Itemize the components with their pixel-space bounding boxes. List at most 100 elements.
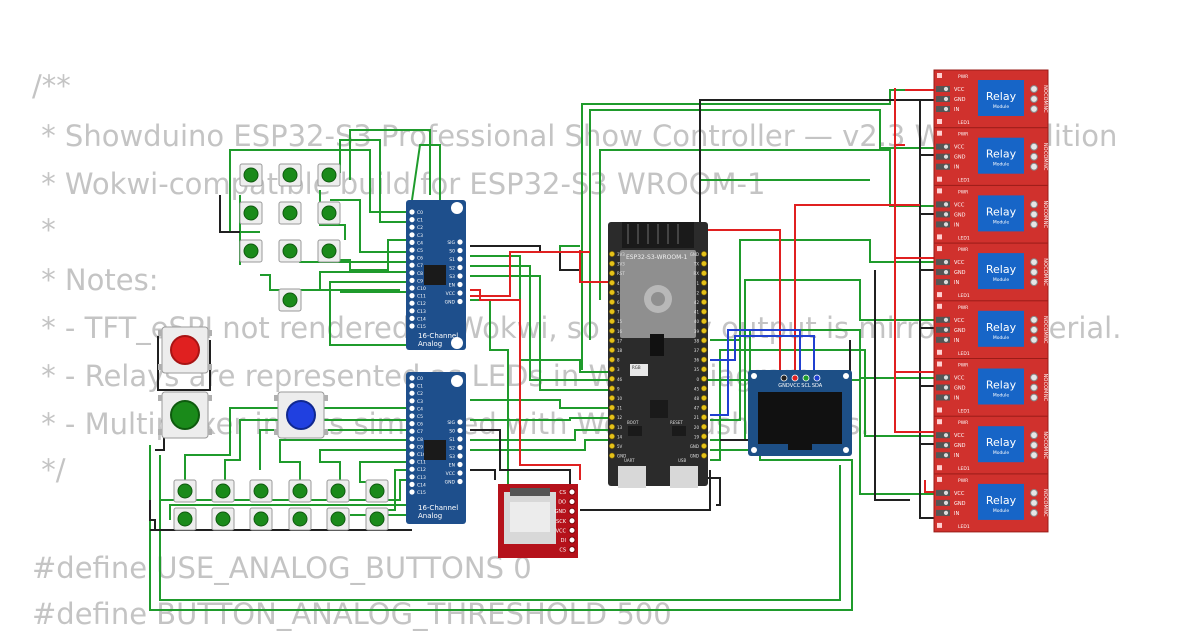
pin[interactable] [701,260,707,267]
terminal[interactable] [1030,152,1038,161]
pin[interactable] [409,293,415,299]
pin[interactable] [409,224,415,230]
pin[interactable] [609,375,615,382]
pin[interactable] [457,419,463,425]
pin[interactable] [609,251,615,257]
pin[interactable] [701,347,707,353]
pushbutton-red[interactable] [158,326,212,374]
pin[interactable] [942,221,950,228]
pin[interactable] [942,442,950,449]
terminal[interactable] [1030,393,1038,402]
pin[interactable] [701,327,707,334]
terminal[interactable] [1030,258,1038,267]
terminal[interactable] [1030,373,1038,382]
pin[interactable] [942,326,950,333]
pushbutton-green[interactable] [158,391,212,439]
pin[interactable] [942,279,950,286]
pushbutton-small[interactable] [288,479,312,503]
pin[interactable] [701,452,707,459]
pin[interactable] [457,256,463,262]
pin[interactable] [942,269,950,276]
pin[interactable] [457,453,463,459]
pin[interactable] [457,470,463,476]
pin[interactable] [409,239,415,245]
terminal[interactable] [1030,210,1038,219]
pushbutton-small[interactable] [317,239,341,263]
pin[interactable] [609,327,615,334]
pushbutton-small[interactable] [239,201,263,225]
pin[interactable] [409,270,415,276]
pin[interactable] [701,433,707,440]
pin[interactable] [409,262,415,268]
pin[interactable] [802,374,810,382]
pushbutton-small[interactable] [288,507,312,531]
pin[interactable] [609,260,615,267]
pin[interactable] [609,414,615,421]
pin[interactable] [701,443,707,449]
pin[interactable] [609,337,615,344]
esp32-s3-board[interactable]: ESP32-S3-WROOM-1 RGB BOOT RESET UART USB… [608,222,708,488]
pin[interactable] [942,316,950,323]
pin[interactable] [609,395,615,401]
pin[interactable] [942,85,950,93]
terminal[interactable] [1030,105,1038,113]
pin[interactable] [701,395,707,401]
pin[interactable] [409,390,415,396]
pin[interactable] [409,308,415,314]
pushbutton-small[interactable] [326,479,350,503]
pin[interactable] [409,247,415,253]
terminal[interactable] [1030,268,1038,277]
pushbutton-small[interactable] [278,288,302,312]
pin[interactable] [409,300,415,306]
pushbutton-small[interactable] [278,239,302,263]
pin[interactable] [409,285,415,291]
pin[interactable] [609,347,615,353]
pin[interactable] [701,375,707,382]
terminal[interactable] [1030,383,1038,392]
terminal[interactable] [1030,200,1038,209]
terminal[interactable] [1030,431,1038,440]
pushbutton-blue[interactable] [274,391,328,439]
terminal[interactable] [1030,488,1038,497]
pushbutton-small[interactable] [211,479,235,503]
pin[interactable] [701,356,707,363]
pin[interactable] [942,163,950,170]
pin[interactable] [409,405,415,411]
terminal[interactable] [1030,315,1038,324]
pin[interactable] [609,366,615,373]
terminal[interactable] [1030,325,1038,334]
pin[interactable] [701,366,707,373]
pin[interactable] [409,375,415,381]
pin[interactable] [409,451,415,457]
terminal[interactable] [1030,335,1038,344]
pin[interactable] [813,374,821,382]
terminal[interactable] [1030,85,1038,93]
pin[interactable] [568,488,576,496]
pin[interactable] [701,337,707,344]
pin[interactable] [568,498,576,506]
terminal[interactable] [1030,142,1038,151]
boot-button[interactable] [628,426,642,436]
pin[interactable] [409,489,415,495]
pushbutton-small[interactable] [173,507,197,531]
pushbutton-small[interactable] [249,507,273,531]
pin[interactable] [409,459,415,465]
pin[interactable] [942,374,950,381]
pushbutton-small[interactable] [317,163,341,187]
pushbutton-small[interactable] [365,507,389,531]
pin[interactable] [568,536,576,544]
pin[interactable] [942,153,950,160]
pin[interactable] [701,270,707,277]
pushbutton-small[interactable] [326,507,350,531]
pin[interactable] [791,374,799,382]
pin[interactable] [409,209,415,215]
